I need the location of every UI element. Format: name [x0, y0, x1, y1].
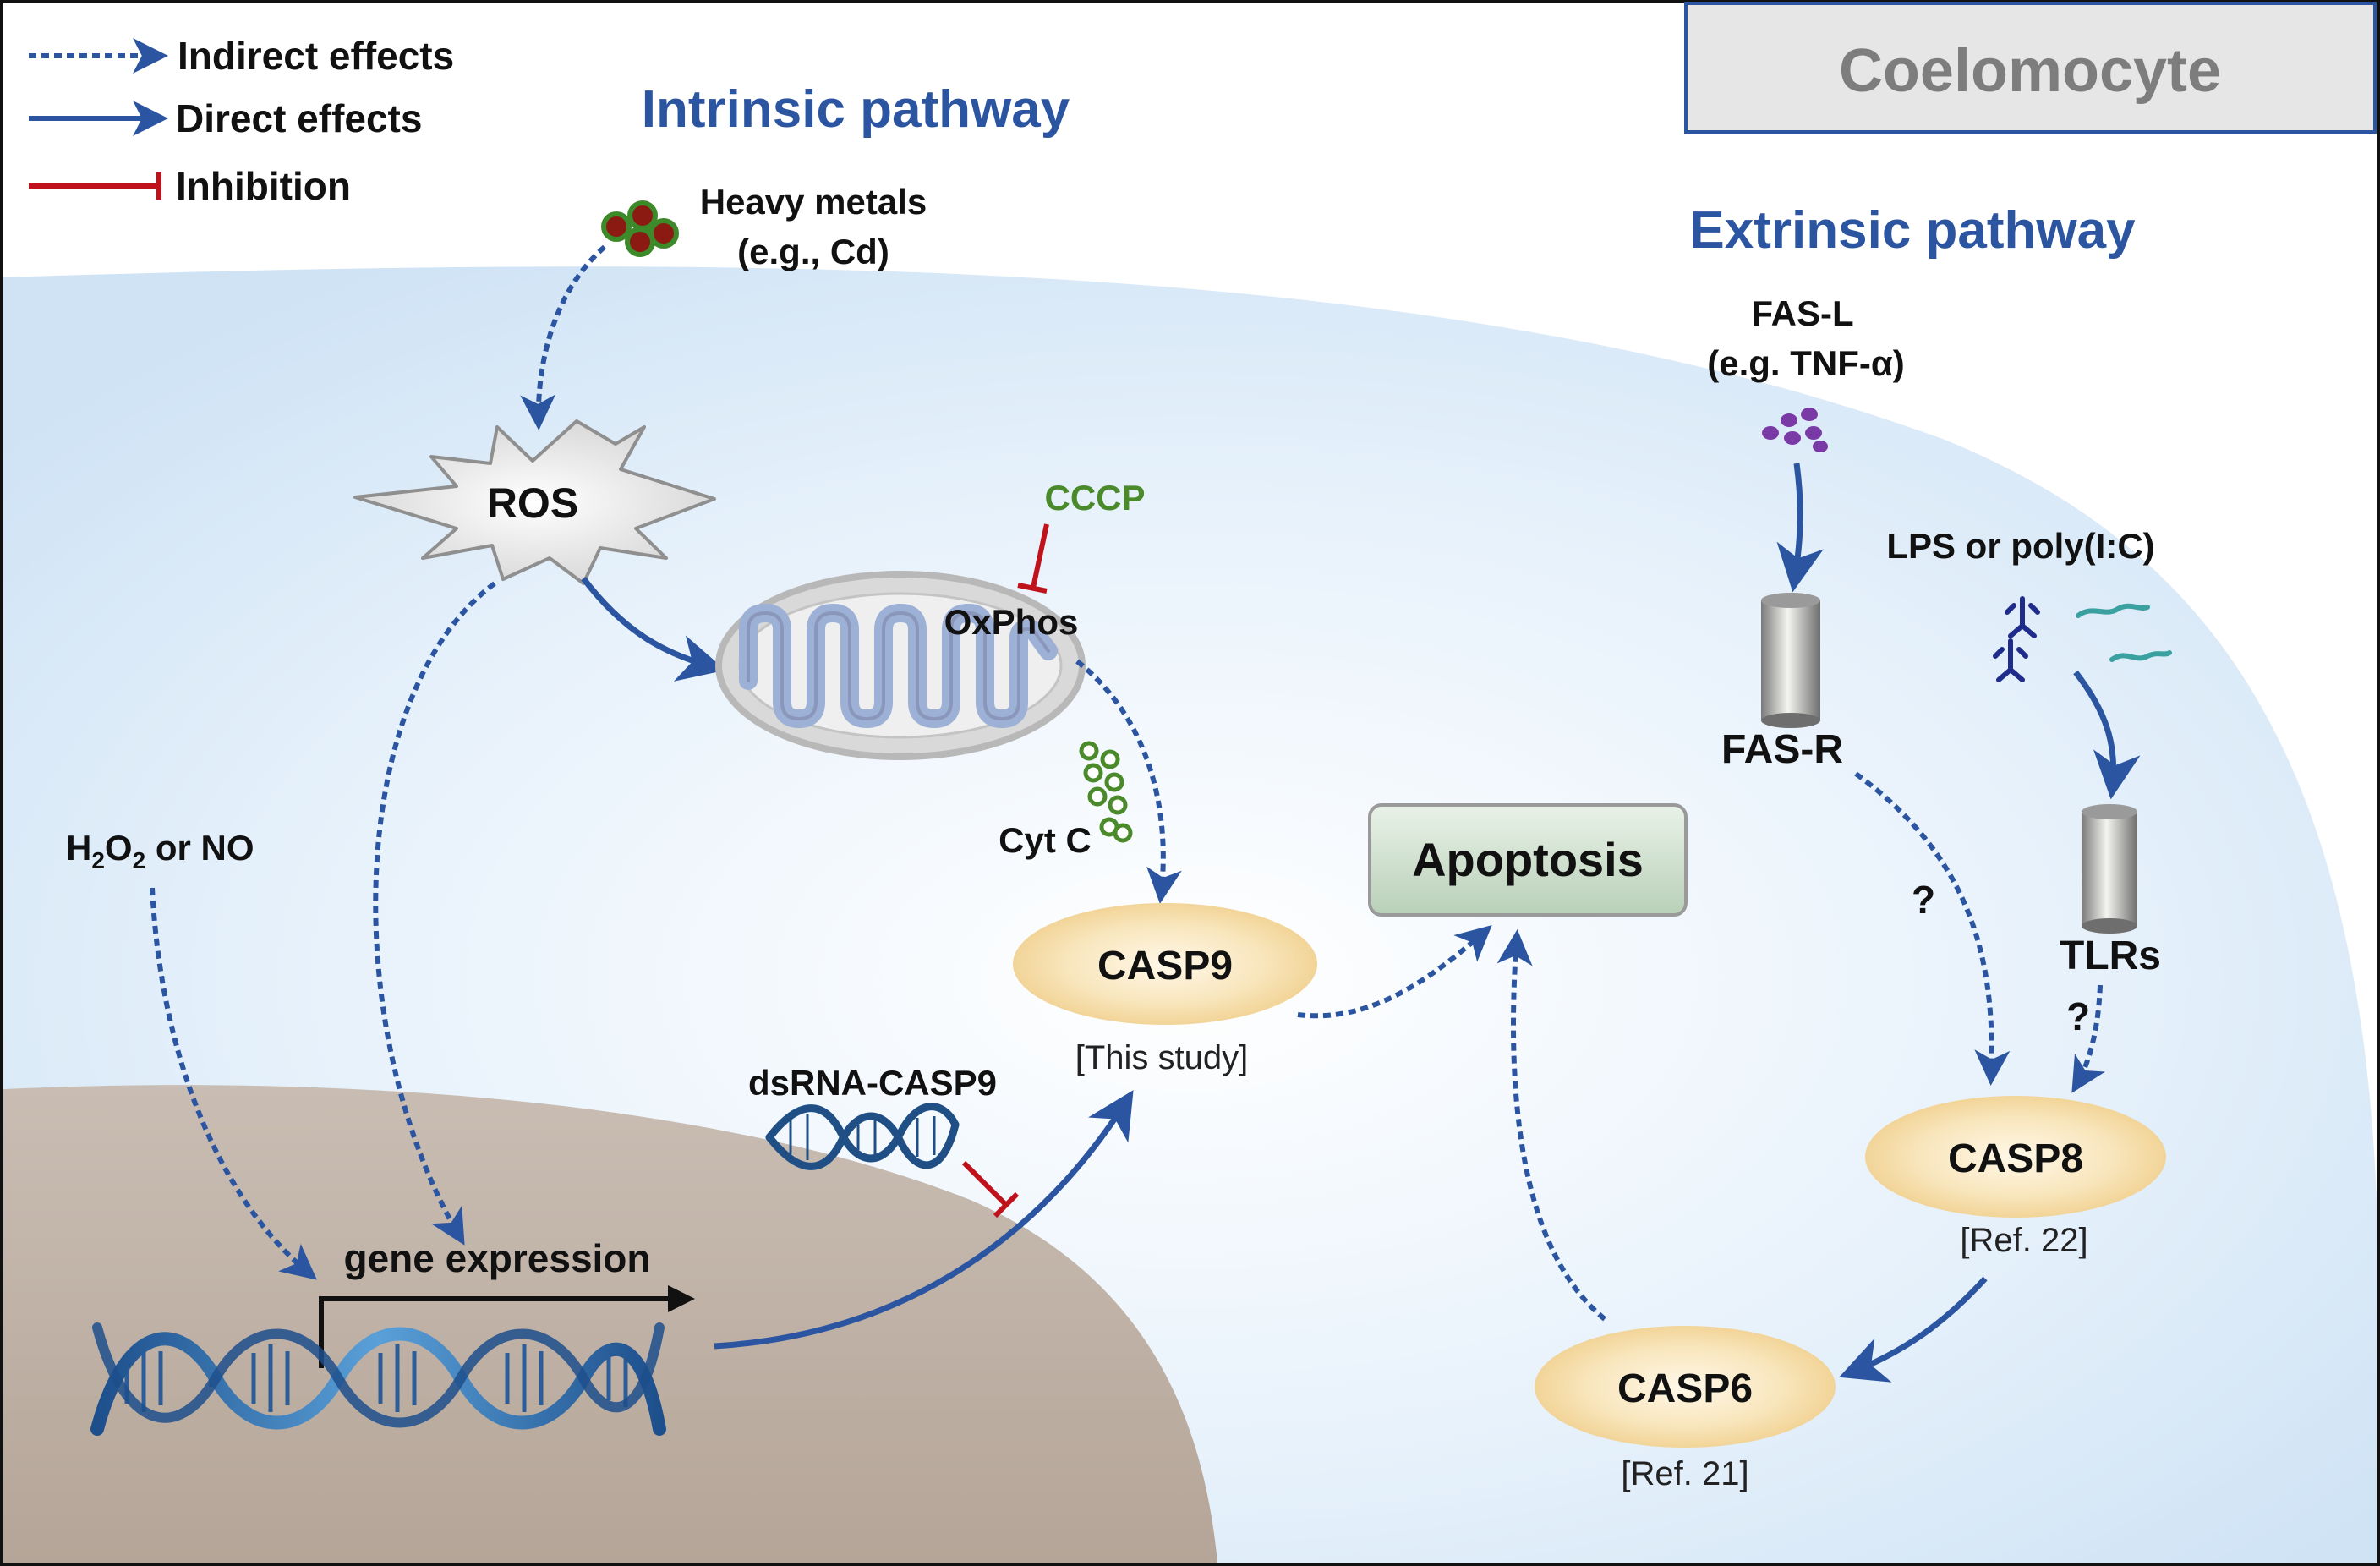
fas-ligand-icon [1762, 408, 1828, 452]
cytochrome-c-icon [1079, 741, 1133, 843]
h2o2-no-label: H2O2 or NO [66, 828, 254, 873]
fasr-label: FAS-R [1721, 727, 1843, 772]
receptor-cylinder-icon [2082, 804, 2137, 934]
ros-label: ROS [487, 479, 578, 527]
dsrna-inhibition-bar [993, 1191, 1020, 1218]
tlrs-question-mark: ? [2066, 994, 2090, 1038]
extrinsic-pathway-title: Extrinsic pathway [1689, 201, 2136, 260]
fasl-example: (e.g. TNF-α) [1707, 343, 1904, 383]
oxphos-label: OxPhos [944, 602, 1079, 642]
casp6-to-apoptosis-arrow [1496, 929, 1606, 1322]
ros-to-gene-expression-arrow [373, 581, 496, 1246]
apoptosis-box: Apoptosis [1368, 803, 1688, 917]
oxphos-to-casp9-arrow [1075, 659, 1182, 904]
fasl-to-fasr-arrow [1776, 463, 1824, 593]
rna-strand-icon [2076, 603, 2172, 662]
mitochondrion-icon [715, 571, 1086, 760]
transcription-start-arrow [319, 1296, 681, 1368]
nucleus-region [3, 1085, 1217, 1563]
dsrna-icon [765, 1103, 960, 1170]
casp9-label: CASP9 [1097, 944, 1233, 988]
legend: Indirect effects Direct effects Inhibiti… [29, 34, 454, 208]
casp9-reference: [This study] [1075, 1039, 1249, 1076]
tlrs-to-casp8-arrow [2071, 984, 2105, 1093]
metals-to-ros-arrow [520, 244, 606, 430]
casp8-to-casp6-arrow [1839, 1276, 1988, 1383]
lps-to-tlrs-arrow [2073, 670, 2141, 800]
cell-type-label: Coelomocyte [1839, 37, 2221, 105]
antibody-icon [1993, 596, 2040, 682]
apoptosis-label: Apoptosis [1412, 833, 1644, 886]
fasr-to-casp8-arrow [1854, 771, 2011, 1086]
casp6-reference: [Ref. 21] [1621, 1455, 1748, 1492]
heavy-metals-label: Heavy metals [700, 182, 927, 222]
metal-particles-icon [601, 200, 679, 257]
casp6-node [1535, 1326, 1836, 1448]
dsrna-inhibition-line [961, 1160, 1009, 1207]
casp9-to-apoptosis-arrow [1297, 925, 1492, 1019]
legend-inhibition-label: Inhibition [176, 164, 351, 208]
casp8-node [1865, 1096, 2166, 1218]
ros-to-mitochondrion-arrow [581, 576, 726, 682]
h2o2-to-gene-expression-arrow [150, 887, 317, 1280]
transcription-arrowhead [668, 1285, 695, 1312]
cccp-inhibition-bar [1017, 583, 1048, 594]
receptor-cylinder-icon [1761, 593, 1820, 728]
fasr-question-mark: ? [1912, 878, 1935, 922]
cccp-inhibition-line [1031, 523, 1049, 589]
tlrs-label: TLRs [2060, 934, 2161, 978]
cccp-label: CCCP [1044, 478, 1145, 517]
dna-helix-icon [90, 1322, 666, 1436]
heavy-metals-example: (e.g., Cd) [737, 232, 889, 271]
casp9-node [1013, 903, 1317, 1025]
legend-indirect-label: Indirect effects [178, 34, 454, 78]
lps-label: LPS or poly(I:C) [1886, 526, 2154, 566]
casp8-label: CASP8 [1948, 1136, 2083, 1181]
casp8-reference: [Ref. 22] [1960, 1222, 2087, 1259]
dsrna-label: dsRNA-CASP9 [748, 1063, 997, 1103]
ros-burst-icon [353, 419, 716, 585]
gene-to-casp9-arrow [714, 1090, 1134, 1350]
fasl-label: FAS-L [1751, 293, 1853, 333]
legend-direct-label: Direct effects [176, 96, 422, 140]
coelomocyte-label-box: Coelomocyte [1684, 2, 2377, 134]
casp6-label: CASP6 [1617, 1366, 1753, 1411]
gene-expression-label: gene expression [343, 1236, 650, 1280]
cytochrome-c-label: Cyt C [999, 820, 1092, 860]
intrinsic-pathway-title: Intrinsic pathway [642, 80, 1070, 139]
